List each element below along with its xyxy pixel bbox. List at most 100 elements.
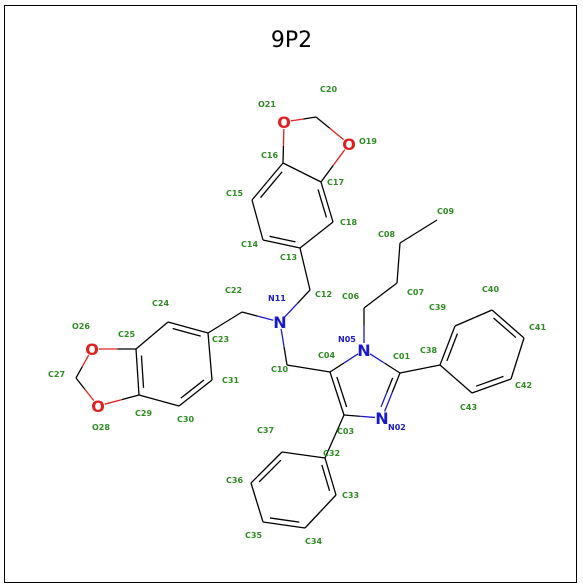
bond-C22-C23 — [207, 321, 226, 334]
bond-C17-C18 — [326, 201, 334, 223]
bond-C38-C39 — [439, 345, 449, 366]
bond-C38-C39 — [446, 325, 456, 346]
atom-label-C32: C32 — [323, 449, 340, 458]
molecule-title: 9P2 — [270, 28, 313, 53]
atom-symbol-O28: O — [91, 397, 105, 416]
bond-C14-C15 — [251, 199, 259, 221]
bond-C27-O28 — [75, 377, 86, 390]
atom-symbol-N05: N — [357, 341, 370, 360]
atom-label-C29: C29 — [135, 409, 152, 418]
bond-C32-C33 — [329, 476, 337, 496]
atom-label-O19: O19 — [359, 137, 377, 146]
bond-O19-C17 — [332, 149, 346, 167]
atom-label-C03: C03 — [337, 427, 354, 436]
bond-C42-C43-inner — [475, 380, 491, 387]
bond-N02-C03 — [343, 414, 360, 417]
bond-C27-O28 — [84, 388, 95, 401]
atom-label-C37: C37 — [257, 426, 274, 435]
bond-C23-C24 — [187, 326, 209, 334]
bond-C03-C04-inner — [341, 391, 348, 408]
bond-C40-C41 — [491, 309, 509, 325]
atom-label-N11: N11 — [268, 294, 286, 303]
atom-symbol-O19: O — [342, 135, 356, 154]
bond-C03-C04 — [329, 371, 338, 394]
atom-label-C27: C27 — [48, 370, 65, 379]
bond-C17-C18-inner — [317, 189, 323, 204]
atom-label-C20: C20 — [320, 85, 337, 94]
bond-C13-C14-inner — [282, 238, 296, 243]
bond-C10-N11 — [280, 328, 285, 348]
bond-C34-C35 — [262, 521, 285, 526]
bond-C32-C33-inner — [321, 464, 327, 479]
atom-label-C41: C41 — [529, 323, 546, 332]
bond-C07-C08 — [396, 262, 400, 284]
bond-C33-C34 — [320, 494, 337, 512]
bond-C40-C41-inner — [504, 327, 517, 339]
atom-label-C01: C01 — [393, 352, 410, 361]
bond-C01-N02-inner — [386, 377, 394, 393]
bond-C42-C43-inner — [489, 375, 504, 382]
atom-label-C24: C24 — [152, 299, 169, 308]
bond-C35-C36 — [250, 482, 258, 503]
bond-C29-C30 — [158, 399, 180, 407]
bond-O26-C27 — [75, 366, 83, 379]
bond-O28-C29 — [121, 394, 140, 401]
bond-C10-N11 — [283, 346, 288, 366]
bond-C16-C17 — [282, 162, 303, 174]
bond-C06-C07 — [363, 294, 381, 309]
bond-C01-C38 — [419, 364, 441, 370]
bond-C14-C15 — [256, 219, 264, 241]
bond-C03-C32 — [324, 436, 336, 459]
bond-C42-C43 — [471, 385, 492, 394]
bond-C43-C38 — [439, 364, 457, 380]
bond-C34-C35 — [283, 524, 306, 529]
atom-label-C34: C34 — [305, 537, 322, 546]
bond-C04-N05 — [343, 353, 359, 364]
bond-C40-C41-inner — [493, 317, 506, 329]
bond-C03-C32 — [333, 414, 345, 437]
atom-label-C25: C25 — [118, 330, 135, 339]
bond-C06-C07 — [380, 282, 398, 297]
bond-C25-C29-inner — [140, 355, 144, 372]
atom-label-C30: C30 — [177, 415, 194, 424]
atom-label-C14: C14 — [241, 240, 258, 249]
bond-C29-C30 — [138, 394, 160, 402]
bond-C04-C10 — [286, 364, 309, 370]
bond-N05-C01 — [369, 353, 386, 364]
bond-C13-C14 — [262, 239, 282, 245]
bond-C32-C33-inner — [325, 477, 331, 492]
bond-C30-C31-inner — [192, 379, 205, 390]
bond-C34-C35-inner — [269, 517, 285, 521]
bond-N05-C01 — [384, 362, 401, 374]
bond-C25-C29 — [135, 348, 139, 373]
bond-C33-C34 — [304, 511, 321, 529]
bond-C13-C14 — [281, 243, 301, 249]
atom-label-C16: C16 — [261, 151, 278, 160]
bond-C36-C37 — [266, 451, 283, 468]
bond-C15-C16 — [267, 162, 284, 182]
bond-C15-C16 — [251, 181, 268, 201]
bond-C43-C38 — [455, 378, 473, 394]
bond-C01-N02 — [391, 372, 401, 393]
bond-C03-C04-inner — [336, 376, 343, 393]
bond-C41-C42 — [516, 337, 525, 359]
atom-label-O26: O26 — [72, 322, 90, 331]
atom-label-C31: C31 — [222, 376, 239, 385]
bond-C20-O19 — [329, 127, 344, 141]
atom-label-C39: C39 — [429, 303, 446, 312]
bond-C36-C37-inner — [269, 459, 282, 472]
bond-O21-C20 — [290, 118, 304, 122]
bond-C18-C13 — [316, 221, 334, 236]
atom-label-O21: O21 — [258, 100, 276, 109]
atom-label-C17: C17 — [327, 178, 344, 187]
atom-label-C12: C12 — [315, 290, 332, 299]
image-frame — [4, 5, 577, 583]
bond-C30-C31-inner — [180, 388, 193, 399]
atom-label-C23: C23 — [212, 335, 229, 344]
bond-C31-C23 — [207, 332, 211, 357]
atom-label-C18: C18 — [340, 218, 357, 227]
bond-C36-C37-inner — [258, 470, 271, 483]
bond-C30-C31 — [178, 392, 196, 407]
atom-label-C33: C33 — [342, 491, 359, 500]
